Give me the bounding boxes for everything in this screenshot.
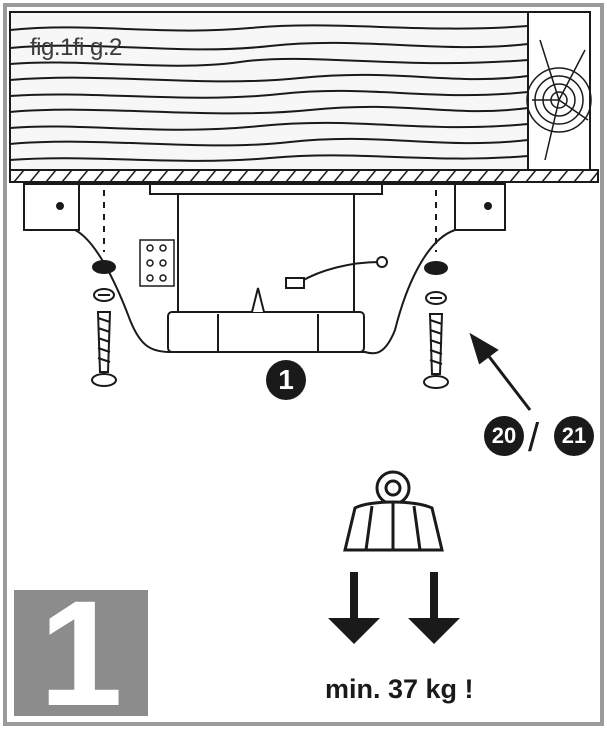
screw-left bbox=[91, 260, 117, 387]
outer-frame bbox=[3, 3, 604, 726]
screw-callout-21: 21 bbox=[554, 416, 594, 456]
ceiling-surface bbox=[9, 169, 599, 183]
down-arrow-icon bbox=[328, 572, 460, 644]
screw-callout-20: 20 bbox=[484, 416, 524, 456]
mounting-bracket bbox=[23, 183, 506, 355]
screw-guide-lines bbox=[103, 190, 437, 252]
weight-icon bbox=[343, 470, 444, 552]
wooden-ceiling-beam bbox=[9, 11, 592, 171]
pointer-arrow bbox=[469, 332, 532, 411]
callout-separator: / bbox=[528, 416, 540, 460]
wire-connector bbox=[285, 256, 388, 289]
weight-requirement: min. 37 kg ! bbox=[325, 674, 474, 704]
figure-label: fig.1fi g.2 bbox=[30, 34, 122, 61]
step-number-badge: 1 bbox=[14, 578, 148, 728]
screw-right bbox=[423, 261, 449, 389]
terminal-block bbox=[139, 239, 175, 287]
part-callout: 1 bbox=[266, 360, 306, 400]
